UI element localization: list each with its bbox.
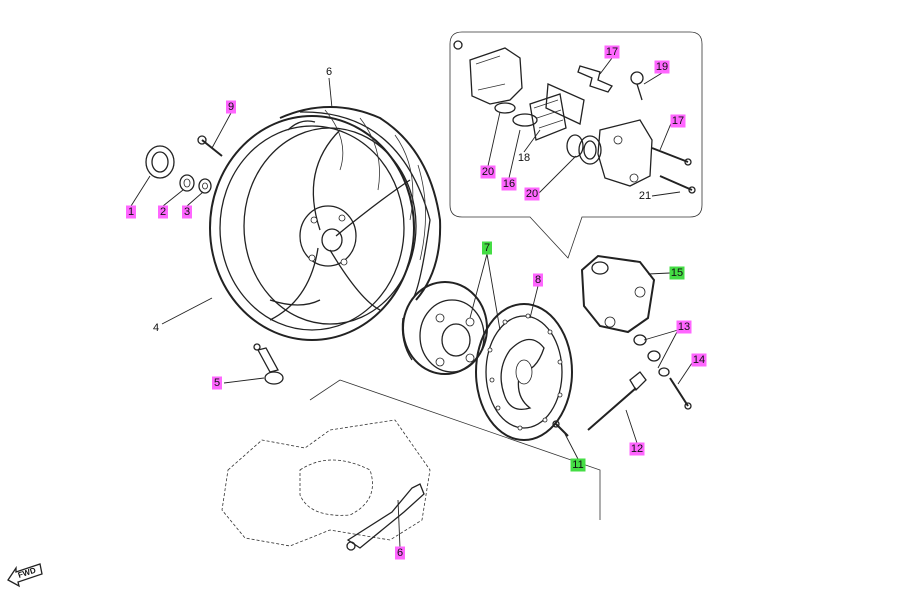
- callout-number: 4: [153, 322, 159, 334]
- brake-hub-drum: [401, 281, 488, 375]
- tire: [269, 106, 442, 306]
- callout-number: 19: [656, 61, 668, 73]
- callout-highlight: [533, 273, 543, 287]
- wheel-rim: [209, 111, 431, 341]
- callout-number: 9: [228, 101, 234, 113]
- callout-number: 20: [526, 188, 538, 200]
- callout-c12: 12: [629, 442, 645, 456]
- callout-number: 16: [503, 178, 515, 190]
- callout-number: 20: [482, 166, 494, 178]
- callout-number: 14: [693, 354, 705, 366]
- callout-c7: 7: [482, 241, 492, 255]
- callout-highlight: [654, 60, 670, 74]
- callout-highlight: [501, 177, 517, 191]
- callout-number: 5: [214, 377, 220, 389]
- leader-lines: [130, 57, 695, 549]
- callout-number: 8: [535, 274, 541, 286]
- callout-c9: 9: [226, 100, 236, 114]
- callout-number: 13: [678, 321, 690, 333]
- callout-number: 17: [672, 115, 684, 127]
- callout-highlight: [482, 241, 492, 255]
- callout-number: 3: [184, 206, 190, 218]
- callout-number: 1: [128, 206, 134, 218]
- callout-highlight: [676, 320, 692, 334]
- callout-highlight: [395, 546, 405, 560]
- callout-number: 6: [397, 547, 403, 559]
- callout-number: 2: [160, 206, 166, 218]
- callout-c15: 15: [669, 266, 685, 280]
- callout-c5: 5: [212, 376, 222, 390]
- axle-hardware: [145, 135, 223, 194]
- fwd-label: FWD: [17, 566, 37, 580]
- callout-number: 18: [518, 152, 530, 164]
- callout-highlight: [158, 205, 168, 219]
- callout-highlight: [524, 187, 540, 201]
- callout-highlight: [604, 45, 620, 59]
- callout-highlight: [126, 205, 136, 219]
- callout-number: 17: [606, 46, 618, 58]
- callout-c6: 6: [326, 66, 332, 78]
- callout-number: 21: [639, 190, 651, 202]
- callout-c13: 13: [676, 320, 692, 334]
- callout-highlight: [669, 266, 685, 280]
- tire-valve: [253, 343, 284, 385]
- callout-c17b: 17: [670, 114, 686, 128]
- callout-c20a: 20: [480, 165, 496, 179]
- brake-disc: [475, 303, 573, 441]
- callout-highlight: [691, 353, 707, 367]
- brake-caliper: [580, 254, 670, 377]
- fwd-arrow-icon: FWD: [7, 563, 43, 588]
- callout-c11: 11: [570, 458, 586, 472]
- callout-c16: 16: [501, 177, 517, 191]
- callout-c1: 1: [126, 205, 136, 219]
- callout-c10: 6: [395, 546, 405, 560]
- callout-number: 12: [631, 443, 643, 455]
- brake-hose: [552, 371, 692, 437]
- callout-highlight: [480, 165, 496, 179]
- callout-c4: 4: [153, 322, 159, 334]
- callout-c8: 8: [533, 273, 543, 287]
- callout-c17a: 17: [604, 45, 620, 59]
- callout-c20b: 20: [524, 187, 540, 201]
- callout-highlight: [212, 376, 222, 390]
- callout-highlight: [570, 458, 586, 472]
- callout-c3: 3: [182, 205, 192, 219]
- callout-highlight: [670, 114, 686, 128]
- callout-c2: 2: [158, 205, 168, 219]
- callout-highlight: [226, 100, 236, 114]
- engine-case-outline: [221, 379, 601, 551]
- callout-c18: 18: [518, 152, 530, 164]
- callout-number: 15: [671, 267, 683, 279]
- callout-highlight: [629, 442, 645, 456]
- callout-highlight: [182, 205, 192, 219]
- callout-number: 11: [572, 459, 583, 471]
- callout-number: 6: [326, 66, 332, 78]
- callout-c21: 21: [639, 190, 651, 202]
- callout-c14: 14: [691, 353, 707, 367]
- callout-number: 7: [484, 242, 490, 254]
- caliper-detail-inset: [449, 31, 703, 259]
- callout-c19: 19: [654, 60, 670, 74]
